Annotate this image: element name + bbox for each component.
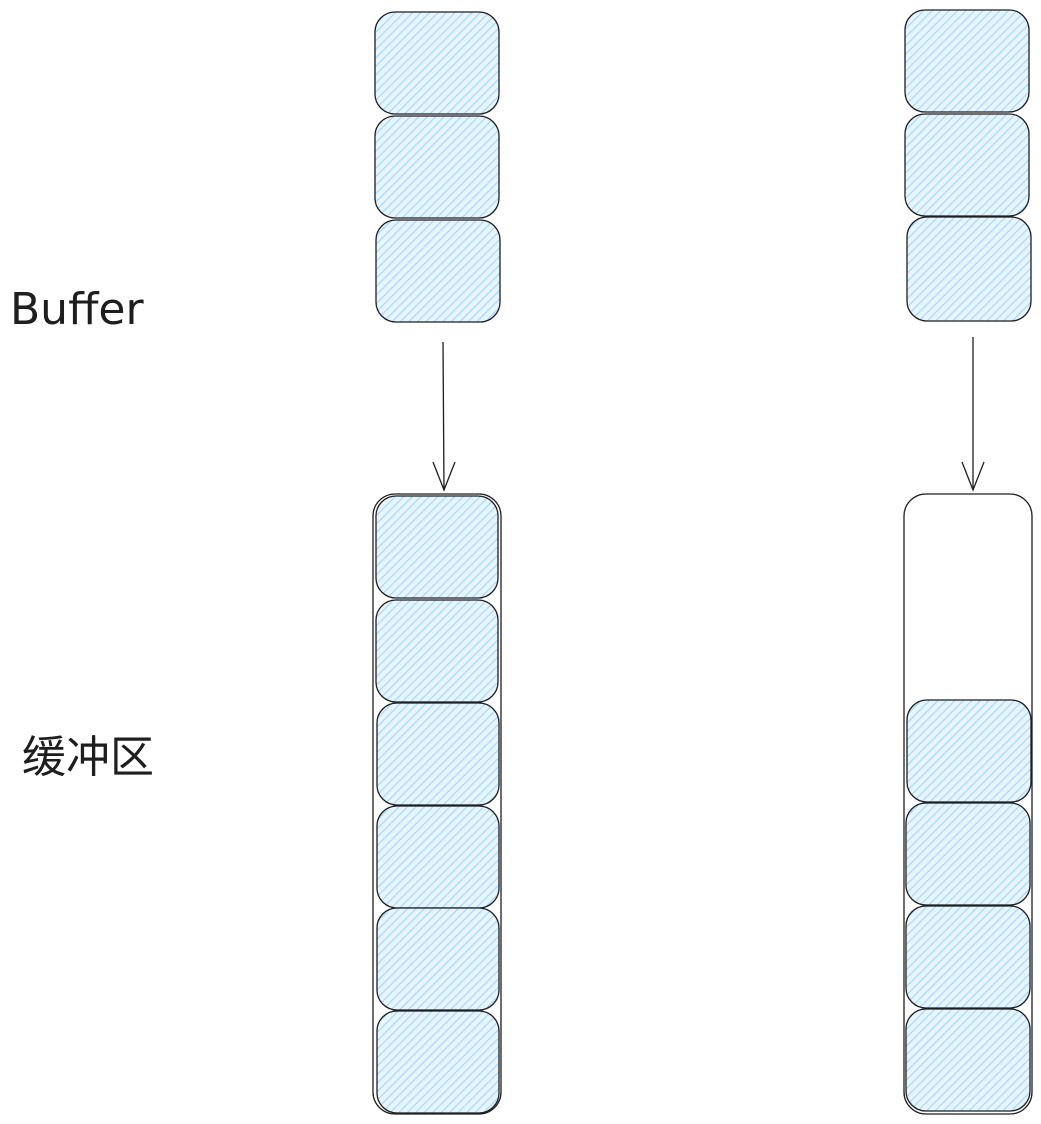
left-buffer-block [375, 219, 501, 323]
right-buffer-area-block [905, 1008, 1031, 1112]
right-arrow [961, 337, 985, 492]
left-arrow [432, 341, 456, 492]
left-buffer-area [372, 493, 502, 1115]
left-buffer-area-block [376, 702, 500, 806]
right-buffer-block [906, 216, 1032, 322]
right-buffer-area-block [906, 699, 1032, 803]
left-buffer-block [374, 11, 500, 115]
right-buffer-stack [904, 9, 1032, 322]
left-buffer-area-block [375, 599, 499, 703]
buffer-cn-label: 缓冲区 [22, 732, 154, 783]
left-buffer-block [374, 115, 500, 219]
left-buffer-stack [374, 11, 501, 323]
right-buffer-block [904, 113, 1030, 217]
left-buffer-area-block [376, 1010, 500, 1114]
right-buffer-area-block [905, 905, 1031, 1009]
right-buffer-block [904, 9, 1030, 113]
left-buffer-area-block [376, 805, 500, 909]
buffer-label: Buffer [10, 284, 144, 335]
left-buffer-area-block [375, 495, 499, 599]
left-buffer-area-block [376, 907, 500, 1011]
right-buffer-area [903, 493, 1033, 1115]
right-buffer-area-block [905, 802, 1031, 906]
